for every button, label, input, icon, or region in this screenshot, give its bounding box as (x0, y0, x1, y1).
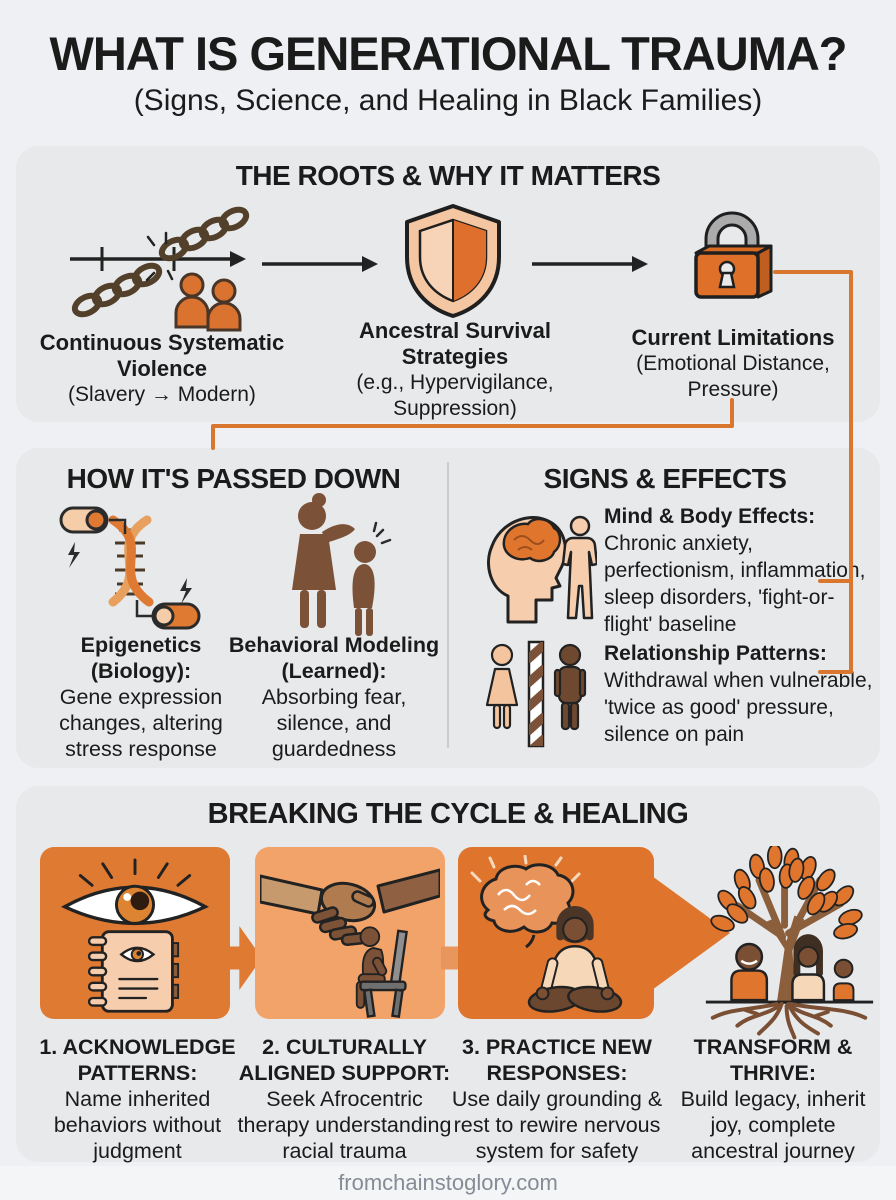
relationship-title: Relationship Patterns: (604, 642, 827, 665)
mind-body-text: Mind & Body Effects: Chronic anxiety, pe… (604, 503, 872, 638)
relationship-body: Withdrawal when vulnerable, 'twice as go… (604, 669, 873, 746)
healing-heading: BREAKING THE CYCLE & HEALING (207, 798, 689, 830)
roots-item-2-subtitle: (e.g., Hypervigilance, Suppression) (356, 371, 554, 420)
step3-title: 3. PRACTICE NEW RESPONSES: (462, 1035, 652, 1085)
roots-item-1-title: Continuous Systematic Violence (39, 330, 285, 381)
mind-body-icon (472, 496, 597, 626)
roots-item-2-title: Ancestral Survival Strategies (359, 318, 551, 369)
behavioral-title: Behavioral Modeling (Learned): (228, 633, 440, 683)
epigenetics-title: Epigenetics (Biology): (80, 633, 202, 683)
roots-item-3-label: Current Limitations (Emotional Distance,… (608, 325, 858, 403)
step3-body: Use daily grounding & rest to rewire ner… (451, 1087, 663, 1163)
behavioral-body: Absorbing fear, silence, and guardedness (261, 685, 407, 761)
behavioral-caption: Behavioral Modeling (Learned): Absorbing… (225, 632, 443, 762)
step4-caption: TRANSFORM & THRIVE: Build legacy, inheri… (666, 1034, 880, 1164)
relationship-icon (477, 638, 597, 753)
family-tree-icon (698, 846, 880, 1042)
mother-child-icon (262, 490, 397, 638)
roots-item-3-title: Current Limitations (631, 325, 835, 350)
epigenetics-caption: Epigenetics (Biology): Gene expression c… (32, 632, 250, 762)
column-divider (447, 462, 449, 748)
roots-item-1-label: Continuous Systematic Violence (Slavery … (37, 330, 287, 408)
step4-title: TRANSFORM & THRIVE: (693, 1035, 853, 1085)
page-title: WHAT IS GENERATIONAL TRAUMA? (49, 27, 847, 80)
step1-body: Name inherited behaviors without judgmen… (53, 1087, 222, 1163)
epigenetics-body: Gene expression changes, altering stress… (59, 685, 223, 761)
roots-heading: THE ROOTS & WHY IT MATTERS (235, 160, 661, 191)
person-in-chair-icon (335, 918, 430, 1021)
brain-sketch-icon (468, 855, 583, 950)
roots-item-2-label: Ancestral Survival Strategies (e.g., Hyp… (330, 318, 580, 422)
footer-url: fromchainstoglory.com (338, 1170, 558, 1195)
passed-down-heading: HOW IT'S PASSED DOWN (66, 463, 401, 494)
dna-epigenetics-icon (55, 498, 205, 638)
journal-icon (85, 926, 185, 1016)
roots-item-3-subtitle: (Emotional Distance, Pressure) (636, 352, 830, 401)
padlock-icon (682, 203, 782, 305)
relationship-text: Relationship Patterns: Withdrawal when v… (604, 640, 876, 748)
meditation-icon (500, 903, 650, 1016)
step1-title: 1. ACKNOWLEDGE PATTERNS: (39, 1035, 236, 1085)
step2-caption: 2. CULTURALLY ALIGNED SUPPORT: Seek Afro… (232, 1034, 457, 1164)
footer-band: fromchainstoglory.com (0, 1166, 896, 1200)
broken-chains-icon (62, 197, 262, 332)
eye-icon (56, 856, 214, 938)
mind-body-body: Chronic anxiety, perfectionism, inflamma… (604, 532, 866, 636)
step3-caption: 3. PRACTICE NEW RESPONSES: Use daily gro… (442, 1034, 672, 1164)
step2-body: Seek Afrocentric therapy understanding r… (237, 1087, 452, 1163)
handshake-icon (260, 850, 440, 960)
step1-caption: 1. ACKNOWLEDGE PATTERNS: Name inherited … (30, 1034, 245, 1164)
mind-body-title: Mind & Body Effects: (604, 505, 816, 528)
signs-heading: SIGNS & EFFECTS (543, 463, 787, 494)
page-subtitle: (Signs, Science, and Healing in Black Fa… (133, 84, 763, 117)
roots-item-1-subtitle: (Slavery → Modern) (68, 383, 256, 406)
step4-body: Build legacy, inherit joy, complete ance… (680, 1087, 866, 1163)
step2-title: 2. CULTURALLY ALIGNED SUPPORT: (238, 1035, 451, 1085)
shield-icon (398, 202, 508, 320)
